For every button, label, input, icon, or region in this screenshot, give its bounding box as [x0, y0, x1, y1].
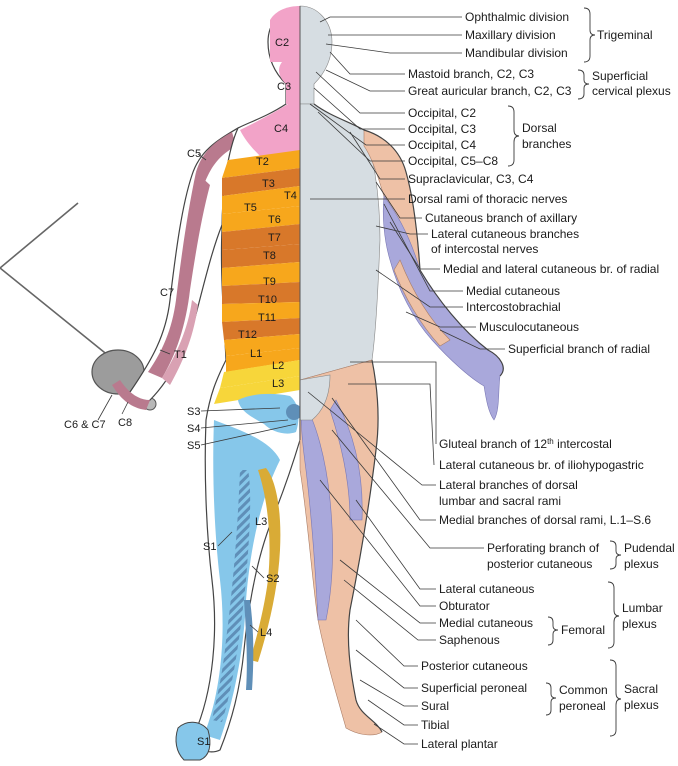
nerve-intercostobrachial: Intercostobrachial: [466, 300, 561, 314]
bracket-sacral: [610, 660, 621, 736]
nerve-mastoid: Mastoid branch, C2, C3: [408, 67, 534, 81]
bracket-superficial-cervical: [578, 70, 589, 99]
group-femoral: Femoral: [561, 623, 605, 637]
group-dorsal-branches-2: branches: [522, 137, 571, 151]
nerve-intercostal: of intercostal nerves: [431, 242, 538, 256]
group-superficial-cervical-1: Superficial: [592, 69, 648, 83]
label-t11: T11: [258, 312, 276, 324]
c2-region: [270, 6, 300, 62]
nerve-supraclavicular: Supraclavicular, C3, C4: [408, 172, 534, 186]
label-t3: T3: [262, 178, 275, 190]
nerve-medial-cutaneous-arm: Medial cutaneous: [466, 284, 560, 298]
bracket-trigeminal: [584, 8, 595, 62]
label-t12: T12: [238, 329, 257, 341]
label-t5: T5: [244, 202, 257, 214]
label-s2: S2: [266, 573, 279, 585]
nerve-lateral-cutaneous-thigh: Lateral cutaneous: [439, 582, 534, 596]
label-s5: S5: [187, 440, 200, 452]
label-t4: T4: [284, 190, 297, 202]
nerve-musculocutaneous: Musculocutaneous: [479, 320, 579, 334]
nerve-gluteal-12th: Gluteal branch of 12th intercostal: [439, 437, 612, 451]
label-t9: T9: [263, 276, 276, 288]
label-s1: S1: [203, 541, 216, 553]
nerve-occipital-c3: Occipital, C3: [408, 122, 476, 136]
label-c3: C3: [277, 81, 291, 93]
nerve-maxillary: Maxillary division: [465, 28, 556, 42]
nerve-lateral-dorsal-rami: Lateral branches of dorsal: [439, 478, 578, 492]
sword: [0, 203, 156, 410]
nerve-superficial-peroneal: Superficial peroneal: [421, 681, 527, 695]
label-l3: L3: [272, 378, 284, 390]
group-sacral-2: plexus: [624, 698, 659, 712]
nerve-lateral-plantar: Lateral plantar: [421, 737, 498, 751]
nerve-axillary-cutaneous: Cutaneous branch of axillary: [425, 211, 577, 225]
nerve-radial-cutaneous: Medial and lateral cutaneous br. of radi…: [443, 262, 659, 276]
bracket-femoral: [548, 617, 558, 645]
label-t6: T6: [268, 214, 281, 226]
bracket-common-peroneal: [546, 683, 556, 715]
label-l3-leg: L3: [255, 516, 267, 528]
nerve-superficial-radial: Superficial branch of radial: [508, 342, 650, 356]
label-c6-c7: C6 & C7: [64, 419, 106, 431]
label-t10: T10: [258, 294, 277, 306]
nerve-dorsal-rami-thoracic: Dorsal rami of thoracic nerves: [408, 192, 567, 206]
nerve-sural: Sural: [421, 699, 449, 713]
label-c5: C5: [187, 148, 201, 160]
nerve-medial-cutaneous-thigh: Medial cutaneous: [439, 616, 533, 630]
nerve-occipital-c4: Occipital, C4: [408, 138, 476, 152]
group-sacral-1: Sacral: [624, 682, 658, 696]
nerve-great-auricular: Great auricular branch, C2, C3: [408, 84, 572, 98]
nerve-occipital-c2: Occipital, C2: [408, 106, 476, 120]
group-superficial-cervical-2: cervical plexus: [592, 84, 671, 98]
group-lumbar-2: plexus: [622, 617, 657, 631]
nerve-perforating: Perforating branch of: [487, 541, 600, 555]
group-pudendal-1: Pudendal: [624, 541, 675, 555]
label-t8: T8: [263, 250, 276, 262]
group-trigeminal: Trigeminal: [597, 28, 653, 42]
label-c2: C2: [275, 37, 289, 49]
label-c8: C8: [118, 417, 132, 429]
label-t7: T7: [268, 232, 281, 244]
label-t1: T1: [174, 349, 187, 361]
label-c4: C4: [274, 123, 288, 135]
bracket-lumbar: [608, 582, 619, 648]
group-pudendal-2: plexus: [624, 557, 659, 571]
bracket-dorsal-branches: [508, 106, 519, 166]
nerve-obturator: Obturator: [439, 599, 490, 613]
nerve-ophthalmic: Ophthalmic division: [465, 10, 569, 24]
nerve-lumbar-sacral-rami: lumbar and sacral rami: [439, 494, 561, 508]
nerve-saphenous: Saphenous: [439, 633, 500, 647]
label-c7: C7: [160, 287, 174, 299]
label-l2: L2: [272, 360, 284, 372]
nerve-posterior-cutaneous: Posterior cutaneous: [421, 659, 528, 673]
nerve-lateral-cutaneous-branches: Lateral cutaneous branches: [431, 227, 579, 241]
label-l1: L1: [250, 348, 262, 360]
l4-leg-region: [244, 600, 253, 690]
nerve-posterior-cutaneous-pud: posterior cutaneous: [487, 557, 592, 571]
group-lumbar-1: Lumbar: [622, 601, 663, 615]
label-s1-foot: S1: [197, 736, 210, 748]
group-common-peroneal-2: peroneal: [559, 699, 606, 713]
label-t2: T2: [256, 156, 269, 168]
nerve-occipital-c5-c8: Occipital, C5–C8: [408, 154, 498, 168]
nerve-medial-dorsal-rami: Medial branches of dorsal rami, L.1–S.6: [439, 513, 651, 527]
nerve-mandibular: Mandibular division: [465, 46, 568, 60]
nerve-tibial: Tibial: [421, 718, 449, 732]
label-s4: S4: [187, 423, 200, 435]
label-l4: L4: [260, 627, 272, 639]
group-common-peroneal-1: Common: [559, 683, 608, 697]
label-s3: S3: [187, 406, 200, 418]
nerve-iliohypogastric: Lateral cutaneous br. of iliohypogastric: [439, 458, 644, 472]
group-dorsal-branches-1: Dorsal: [522, 121, 557, 135]
bracket-pudendal: [610, 541, 621, 569]
